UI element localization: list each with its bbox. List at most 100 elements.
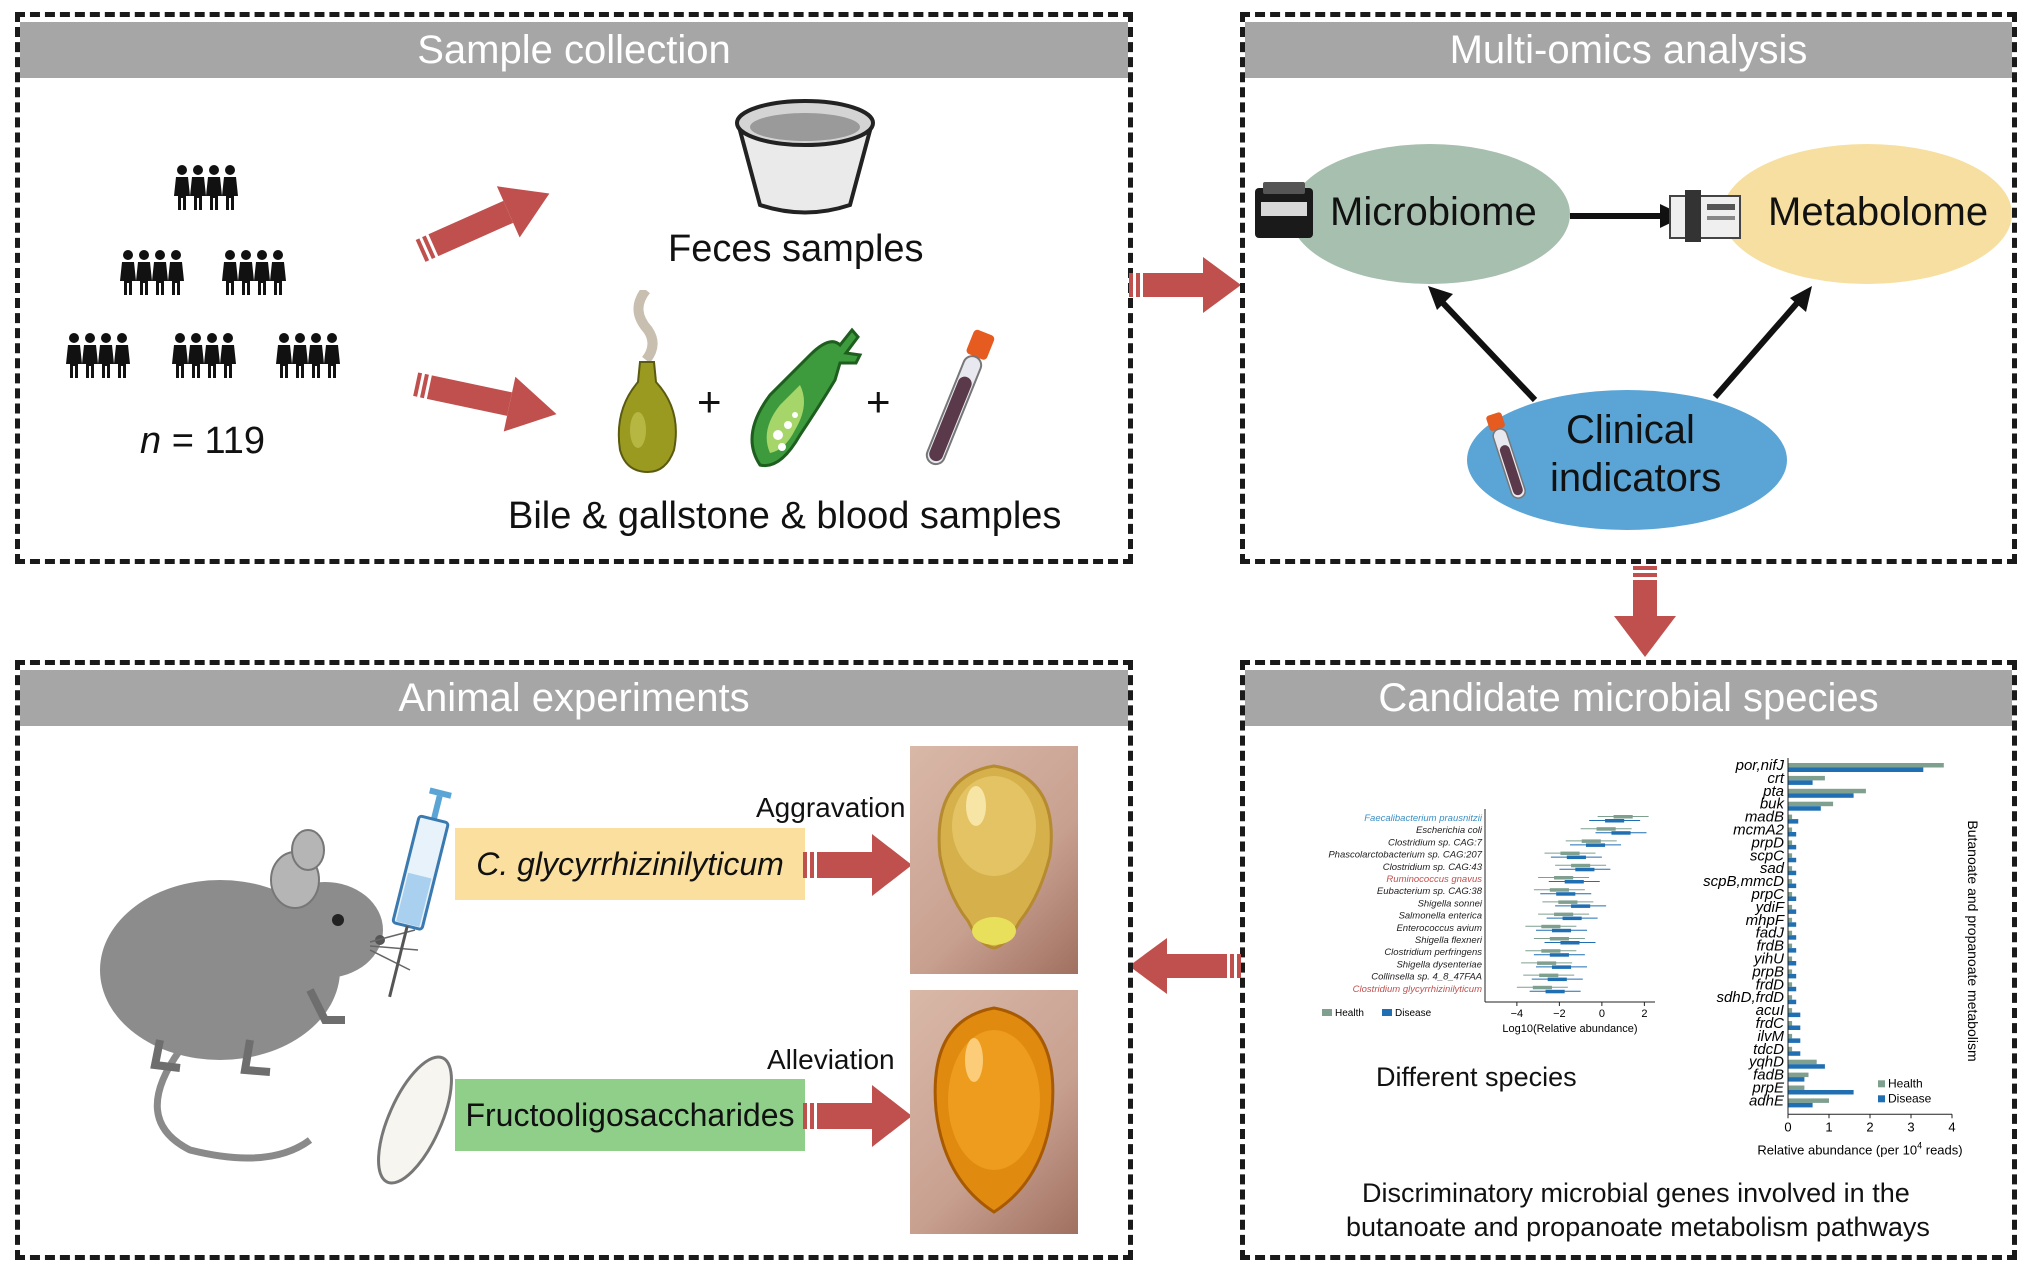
people-icons	[60, 160, 360, 380]
fos-label: Fructooligosaccharides	[465, 1096, 795, 1133]
gene-bar-health	[1788, 969, 1793, 974]
gene-bar-disease	[1788, 1077, 1805, 1082]
species-label: Ruminococcus gnavus	[1386, 874, 1482, 885]
species-box-health	[1613, 815, 1633, 819]
species-box-disease	[1605, 819, 1625, 823]
gene-bar-disease	[1788, 857, 1797, 863]
gene-bar-health	[1788, 1046, 1793, 1052]
syringe-icon	[388, 787, 452, 998]
multi-omics-header: Multi-omics analysis	[1245, 22, 2012, 78]
gene-bar-disease	[1788, 999, 1797, 1005]
clinical-label-line2: indicators	[1550, 456, 1722, 500]
gene-label: acuI	[1756, 1002, 1784, 1019]
gene-bar-health	[1788, 866, 1793, 871]
gene-bar-disease	[1788, 793, 1854, 798]
gene-label: tdcD	[1753, 1041, 1784, 1058]
gene-label: frdC	[1756, 1015, 1785, 1032]
gene-bar-health	[1788, 763, 1944, 768]
gene-bar-disease	[1788, 767, 1924, 772]
gene-label: mhpF	[1746, 912, 1785, 929]
gene-label: ilvM	[1757, 1028, 1784, 1045]
gene-bar-disease	[1788, 1102, 1813, 1108]
gene-label: buk	[1760, 796, 1786, 813]
species-label: Faecalibacterium prausnitzii	[1364, 813, 1483, 824]
species-box-disease	[1566, 855, 1586, 860]
x-tick-label: 2	[1866, 1119, 1873, 1134]
gene-label: por,nifJ	[1735, 757, 1785, 774]
gene-label: scpC	[1750, 847, 1784, 864]
species-box-health	[1539, 973, 1559, 978]
species-box-disease	[1556, 892, 1576, 896]
gene-bar-disease	[1788, 1025, 1801, 1030]
arrow-aggravation	[803, 834, 912, 896]
gene-label: sdhD,frdD	[1716, 989, 1784, 1006]
n-value: = 119	[171, 420, 266, 462]
metabolism-genes-chart: por,nifJcrtptabukmadBmcmA2prpDscpCsadscp…	[1703, 757, 1981, 1157]
gene-bar-health	[1788, 879, 1793, 884]
species-box-disease	[1551, 928, 1572, 933]
gene-bar-health	[1788, 904, 1793, 910]
bile-gallstone-blood-label: Bile & gallstone & blood samples	[508, 495, 1062, 537]
gene-bar-disease	[1788, 1051, 1801, 1056]
x-tick-label: 3	[1907, 1119, 1914, 1134]
gene-bar-health	[1788, 1085, 1805, 1090]
gene-label: prpD	[1750, 834, 1784, 851]
x-tick-label: −2	[1553, 1008, 1566, 1020]
gene-label: frdB	[1756, 938, 1784, 955]
species-box-health	[1554, 876, 1574, 880]
species-box-health	[1581, 839, 1601, 843]
arrow-to-feces	[415, 186, 550, 262]
panel-candidate-species	[1240, 660, 2017, 1260]
gene-bar-disease	[1788, 832, 1797, 837]
species-box-health	[1541, 949, 1561, 953]
gene-bar-health	[1788, 1059, 1817, 1065]
gene-bar-health	[1788, 801, 1834, 807]
gene-bar-health	[1788, 814, 1793, 820]
feces-cup-icon	[735, 99, 875, 215]
species-box-disease	[1585, 843, 1606, 847]
gene-bar-disease	[1788, 883, 1797, 889]
species-label: Enterococcus avium	[1396, 923, 1482, 934]
gene-bar-disease	[1788, 1090, 1854, 1095]
gene-bar-health	[1788, 1008, 1793, 1013]
species-box-disease	[1564, 880, 1584, 884]
species-box-disease	[1545, 989, 1565, 994]
gene-bar-health	[1788, 995, 1793, 1000]
gene-label: fadJ	[1756, 925, 1785, 942]
species-box-health	[1541, 924, 1561, 929]
gene-label: sad	[1760, 860, 1785, 877]
feces-samples-label: Feces samples	[668, 228, 924, 270]
gene-label: prpE	[1751, 1080, 1785, 1097]
sample-count-label: n = 119	[140, 420, 265, 463]
arrow-alleviation	[803, 1085, 912, 1147]
gene-bar-health	[1788, 1033, 1793, 1039]
species-box-disease	[1575, 867, 1595, 872]
x-tick-label: 2	[1641, 1008, 1647, 1020]
different-species-chart: Faecalibacterium prausnitziiEscherichia …	[1322, 809, 1655, 1035]
gene-label: crt	[1767, 770, 1784, 787]
microbiome-node	[1290, 144, 1570, 284]
clinical-tube-icon	[1486, 412, 1526, 499]
blood-tube-icon	[925, 329, 995, 466]
species-label: Salmonella enterica	[1399, 911, 1482, 922]
gene-bar-disease	[1788, 909, 1797, 914]
gene-label: fadB	[1753, 1067, 1784, 1084]
species-box-disease	[1562, 916, 1582, 921]
animal-experiments-header: Animal experiments	[20, 670, 1128, 726]
gene-bar-health	[1788, 775, 1825, 781]
legend-swatch-disease	[1878, 1095, 1885, 1103]
legend-label-health: Health	[1335, 1008, 1364, 1019]
panel-animal-experiments	[15, 660, 1133, 1260]
gene-label: adhE	[1749, 1092, 1785, 1109]
gene-bar-health	[1788, 1072, 1809, 1078]
gene-bar-disease	[1788, 1064, 1825, 1069]
species-box-disease	[1611, 831, 1631, 835]
bile-flask-icon	[617, 290, 677, 474]
species-label: Shigella flexneri	[1415, 935, 1483, 946]
species-label: Clostridium sp. CAG:43	[1383, 862, 1483, 873]
gene-bar-disease	[1788, 870, 1797, 876]
gene-bar-disease	[1788, 986, 1797, 992]
gene-bar-disease	[1788, 780, 1813, 785]
genes-caption-line2: butanoate and propanoate metabolism path…	[1346, 1212, 1930, 1242]
species-box-disease	[1549, 953, 1569, 957]
